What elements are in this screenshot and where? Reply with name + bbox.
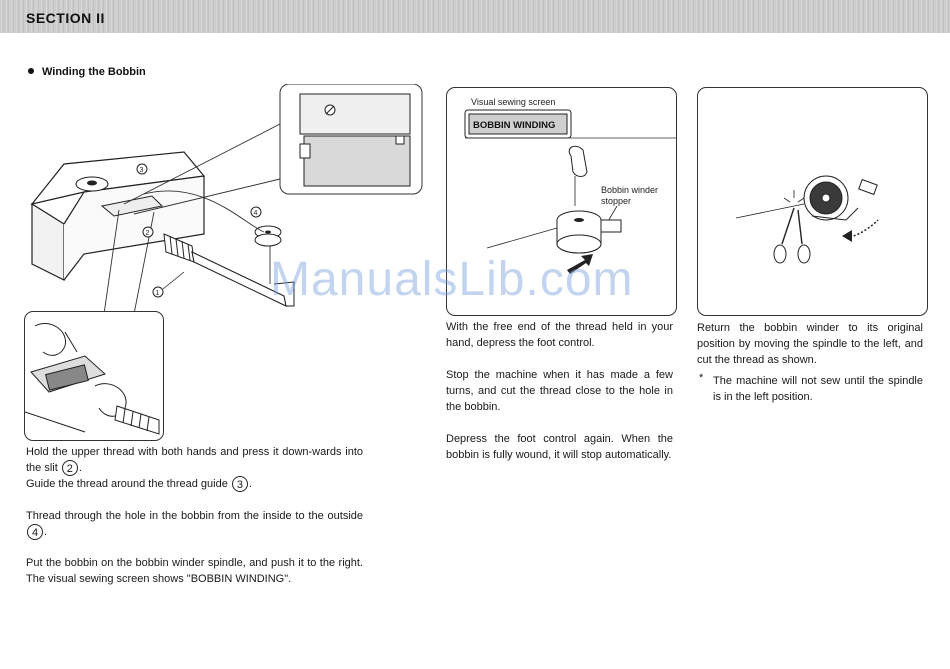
middle-paragraph-2: Stop the machine when it has made a few … (446, 369, 673, 413)
left-p2-text: Thread through the hole in the bobbin fr… (26, 510, 363, 522)
middle-paragraph-3: Depress the foot control again. When the… (446, 433, 673, 461)
visual-screen-illustration: Visual sewing screen BOBBIN WINDING Bobb… (446, 87, 677, 316)
stopper-label-line2: stopper (601, 196, 631, 206)
right-note: The machine will not sew until the spind… (713, 375, 923, 403)
left-paragraph-1: Hold the upper thread with both hands an… (26, 446, 363, 492)
subtitle-text: Winding the Bobbin (42, 66, 146, 78)
stopper-label-line1: Bobbin winder (601, 185, 658, 195)
threading-hands-drawing (25, 323, 160, 435)
callout-3-label: 3 (140, 167, 144, 174)
left-paragraph-2: Thread through the hole in the bobbin fr… (26, 510, 363, 540)
left-paragraph-3: Put the bobbin on the bobbin winder spin… (26, 557, 376, 585)
note-asterisk: * (699, 372, 704, 384)
left-p1-text-b: Guide the thread around the thread guide (26, 478, 228, 490)
callout-1-label: 1 (156, 290, 160, 297)
page-subtitle: Winding the Bobbin (28, 66, 146, 78)
ref-2-badge: 2 (61, 460, 78, 476)
threading-hands-inset (24, 311, 164, 441)
ref-4-badge: 4 (27, 524, 43, 540)
callout-2-label: 2 (146, 230, 150, 237)
bullet-icon (28, 68, 34, 75)
section-header-bar (0, 0, 950, 33)
left-p1-text-a: Hold the upper thread with both hands an… (26, 446, 363, 474)
cut-thread-illustration (697, 87, 928, 316)
machine-top-illustration: 3 2 4 1 (30, 84, 423, 315)
visual-screen-label: Visual sewing screen (471, 97, 555, 107)
ref-3-badge: 3 (231, 476, 248, 492)
callout-4-label: 4 (254, 210, 258, 217)
visual-screen-text: BOBBIN WINDING (473, 120, 555, 131)
middle-paragraph-1: With the free end of the thread held in … (446, 321, 673, 349)
section-title: SECTION II (26, 10, 105, 26)
right-paragraph-1: Return the bobbin winder to its original… (697, 322, 923, 366)
